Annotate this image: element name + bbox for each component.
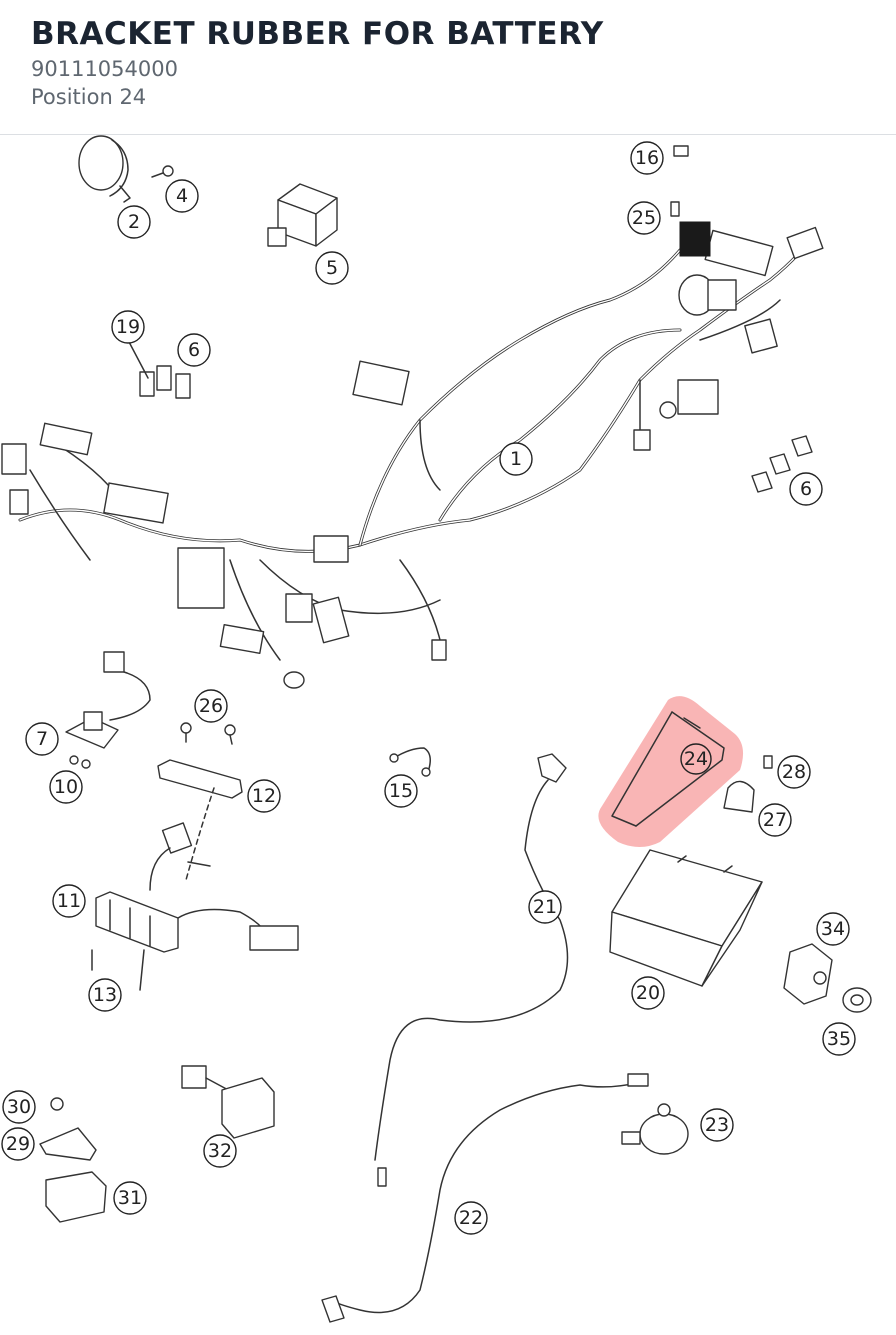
callout-31: 31: [113, 1181, 147, 1215]
part-15-cable: [389, 747, 431, 777]
part-11-13-regulator: [91, 822, 299, 991]
svg-text:22: 22: [459, 1207, 483, 1229]
part-position: Position 24: [31, 85, 147, 109]
svg-text:27: 27: [763, 809, 787, 831]
svg-text:20: 20: [636, 982, 660, 1004]
callout-24[interactable]: 24: [680, 743, 712, 775]
part-21-cable: [374, 753, 569, 1187]
svg-text:21: 21: [533, 896, 557, 918]
svg-text:24: 24: [684, 748, 708, 770]
part-number: 90111054000: [31, 57, 178, 81]
part-24-highlight: [598, 696, 744, 847]
callout-11: 11: [52, 884, 86, 918]
part-22-cable: [321, 1073, 649, 1323]
callout-21: 21: [528, 890, 562, 924]
part-26-screws: [180, 722, 236, 745]
callout-19: 19: [111, 310, 145, 344]
callout-6-right: 6: [789, 472, 823, 506]
part-34-35-drawing: [783, 943, 872, 1013]
svg-text:31: 31: [118, 1187, 142, 1209]
callout-20: 20: [631, 976, 665, 1010]
callout-23: 23: [700, 1108, 734, 1142]
svg-text:6: 6: [800, 478, 812, 500]
callout-2: 2: [117, 205, 151, 239]
part-header: BRACKET RUBBER FOR BATTERY 90111054000 P…: [0, 0, 896, 135]
svg-text:6: 6: [188, 339, 200, 361]
part-2-drawing: [78, 135, 131, 203]
part-23-horn: [621, 1103, 689, 1155]
callout-29: 29: [1, 1127, 35, 1161]
callout-16: 16: [630, 141, 664, 175]
svg-text:1: 1: [510, 448, 522, 470]
callout-25: 25: [627, 201, 661, 235]
svg-text:11: 11: [57, 890, 81, 912]
callout-30: 30: [2, 1090, 36, 1124]
callout-22: 22: [454, 1201, 488, 1235]
svg-text:30: 30: [7, 1096, 31, 1118]
callout-27: 27: [758, 803, 792, 837]
part-27-28-drawing: [723, 755, 773, 813]
callout-35: 35: [822, 1022, 856, 1056]
callout-10: 10: [49, 770, 83, 804]
svg-text:25: 25: [632, 207, 656, 229]
part-title: BRACKET RUBBER FOR BATTERY: [31, 16, 604, 52]
svg-text:2: 2: [128, 211, 140, 233]
part-7-10-sensor: [65, 651, 151, 769]
part-16-25-pins: [670, 145, 689, 217]
exploded-parts-diagram: 1 2 4 5 6 6 7 10 11 12 13 15 16 19 20 21…: [1, 135, 872, 1323]
callout-28: 28: [777, 755, 811, 789]
callout-15: 15: [384, 774, 418, 808]
part-1-main-harness: [1, 221, 824, 689]
svg-text:7: 7: [36, 728, 48, 750]
callout-5: 5: [315, 251, 349, 285]
part-12-bracket: [157, 759, 243, 881]
part-19-6-fuses: [127, 339, 191, 399]
callout-13: 13: [88, 978, 122, 1012]
svg-text:28: 28: [782, 761, 806, 783]
part-20-battery: [609, 849, 763, 987]
svg-text:10: 10: [54, 776, 78, 798]
part-32-relay: [181, 1065, 275, 1139]
part-5-drawing: [267, 183, 338, 247]
callout-1: 1: [499, 442, 533, 476]
callout-34: 34: [816, 912, 850, 946]
callout-12: 12: [247, 779, 281, 813]
svg-text:29: 29: [6, 1133, 30, 1155]
svg-text:35: 35: [827, 1028, 851, 1050]
callout-26: 26: [194, 689, 228, 723]
callout-6-left: 6: [177, 333, 211, 367]
svg-text:5: 5: [326, 257, 338, 279]
svg-text:12: 12: [252, 785, 276, 807]
callout-32: 32: [203, 1134, 237, 1168]
svg-text:32: 32: [208, 1140, 232, 1162]
callout-7: 7: [25, 722, 59, 756]
svg-text:23: 23: [705, 1114, 729, 1136]
svg-text:4: 4: [176, 185, 188, 207]
svg-text:13: 13: [93, 984, 117, 1006]
part-4-drawing: [151, 165, 174, 178]
callout-4: 4: [165, 179, 199, 213]
svg-text:26: 26: [199, 695, 223, 717]
part-6-relays-right: [751, 435, 813, 493]
svg-text:15: 15: [389, 780, 413, 802]
part-29-30-31-drawing: [39, 1097, 107, 1223]
svg-text:19: 19: [116, 316, 140, 338]
svg-text:16: 16: [635, 147, 659, 169]
svg-text:34: 34: [821, 918, 845, 940]
